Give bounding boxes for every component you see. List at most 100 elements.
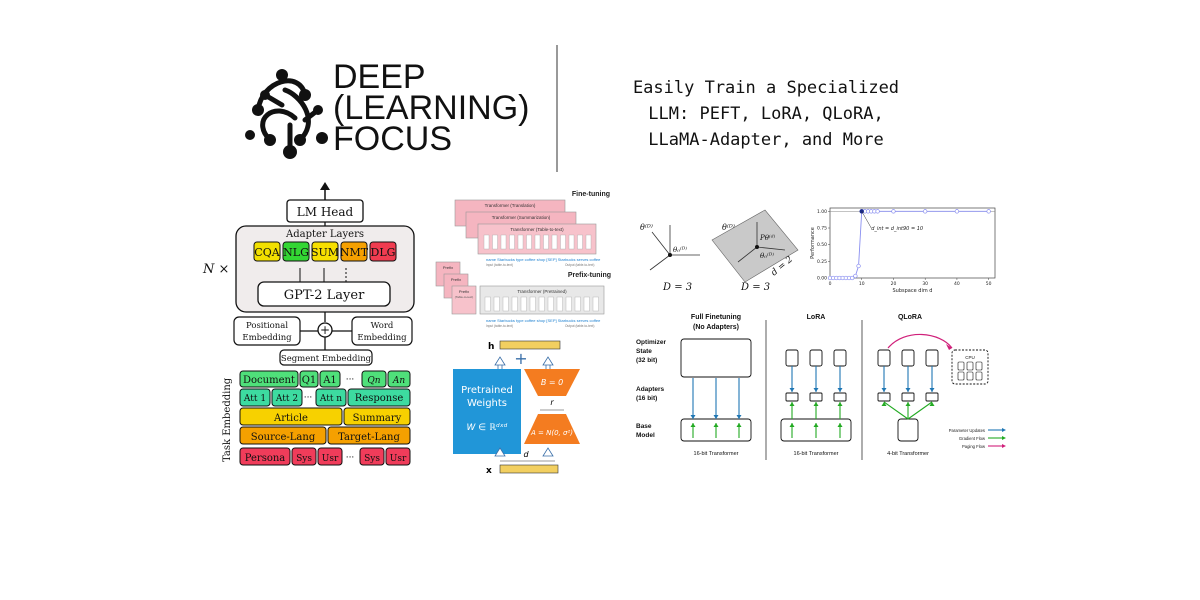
prefix-tuning-diagram: Fine-tuning Transformer (Translation) Tr… bbox=[435, 191, 611, 328]
svg-text:An: An bbox=[392, 376, 405, 386]
svg-text:Target-Lang: Target-Lang bbox=[338, 432, 400, 443]
segment-embedding-label: Segment Embedding bbox=[281, 354, 372, 364]
svg-text:Sys: Sys bbox=[364, 454, 380, 464]
paging-arrow bbox=[887, 333, 953, 349]
transformer-cell bbox=[560, 234, 566, 250]
lora-a-label: A = N(0, σ²) bbox=[530, 429, 573, 437]
lora-arrow-in-left bbox=[494, 447, 506, 457]
transformer-cell bbox=[585, 234, 592, 250]
svg-text:···: ··· bbox=[304, 393, 313, 403]
plus-sign: + bbox=[320, 323, 330, 337]
svg-text:Prefix: Prefix bbox=[451, 277, 461, 282]
full-arrows bbox=[690, 378, 742, 438]
lora-r-label: r bbox=[550, 398, 554, 407]
title-line-2: LLM: PEFT, LoRA, QLoRA, bbox=[648, 104, 883, 124]
row-label-optimizer-1: Optimizer bbox=[636, 339, 666, 346]
positional-label-2: Embedding bbox=[242, 333, 292, 343]
embedding-row-4: Source-Lang Target-Lang bbox=[239, 426, 411, 445]
weights-equation: W ∈ ℝᵈˣᵈ bbox=[467, 423, 508, 433]
transformer-cell bbox=[565, 296, 572, 312]
embedding-row-2: Att 1 Att 2 ··· Att n Response bbox=[239, 388, 411, 407]
logo-line-3: FOCUS bbox=[333, 120, 452, 158]
transformer-cell bbox=[547, 296, 554, 312]
word-label-2: Embedding bbox=[357, 333, 407, 343]
legend-swatch-head bbox=[1002, 428, 1006, 432]
svg-text:Document: Document bbox=[243, 375, 295, 386]
cpu-label: CPU bbox=[965, 355, 975, 360]
full-optimizer-box bbox=[680, 338, 752, 378]
tokens-top-sub-2: Output (table-to-text) bbox=[565, 263, 594, 267]
prefix-stack: Prefix Prefix Prefix (Table-to-text) Tra… bbox=[435, 261, 605, 315]
subspace-diagram: θ⁽ᴰ⁾ θ₀⁽ᴰ⁾ D = 3 θ⁽ᴰ⁾ Pθ⁽ᵈ⁾ θ₀⁽ᴰ⁾ d = 2 … bbox=[640, 209, 799, 293]
data-point bbox=[986, 209, 991, 214]
subspace-left bbox=[649, 225, 700, 271]
transformer-cell bbox=[484, 296, 491, 312]
transformer-cell bbox=[556, 296, 563, 312]
svg-text:···: ··· bbox=[346, 375, 355, 385]
data-point bbox=[875, 209, 880, 214]
data-point bbox=[954, 209, 960, 214]
lora-col-boxes bbox=[780, 349, 852, 442]
transformer-cell bbox=[574, 296, 581, 312]
lora-h-bar bbox=[499, 340, 561, 350]
adapter-tag bbox=[369, 241, 397, 262]
logo-nodes bbox=[245, 69, 328, 159]
adapter-tag bbox=[340, 241, 368, 262]
gradient-flow-arrow bbox=[907, 401, 933, 420]
adapter-tag-label: DLG bbox=[371, 246, 396, 259]
svg-text:Usr: Usr bbox=[322, 454, 339, 464]
adapter-tag-label: NLG bbox=[283, 246, 309, 259]
ptheta-label: Pθ⁽ᵈ⁾ bbox=[759, 233, 775, 242]
cpu-pages bbox=[957, 361, 983, 381]
data-point bbox=[850, 275, 855, 281]
x-tick-label: 20 bbox=[891, 281, 897, 287]
embedding-row-1: Document Q1 A1 ··· Qn An bbox=[239, 370, 411, 388]
qlora-col-boxes bbox=[877, 349, 939, 442]
svg-text:Transformer (Pretrained): Transformer (Pretrained) bbox=[517, 289, 567, 294]
svg-text:Transformer (Summarization): Transformer (Summarization) bbox=[492, 215, 551, 220]
col-title-qlora: QLoRA bbox=[898, 314, 922, 321]
positional-label-1: Positional bbox=[246, 321, 288, 331]
gradient-flow-arrow-head bbox=[813, 402, 819, 406]
legend-label: Paging Flow bbox=[962, 444, 986, 449]
theta-d-right: θ⁽ᴰ⁾ bbox=[722, 223, 735, 232]
data-point bbox=[853, 273, 858, 279]
row-label-optimizer-3: (32 bit) bbox=[636, 357, 657, 364]
title-line-1: Easily Train a Specialized bbox=[633, 78, 899, 98]
transformer-cell bbox=[551, 234, 558, 250]
svg-text:Q1: Q1 bbox=[302, 375, 317, 386]
fine-tuning-label: Fine-tuning bbox=[572, 191, 610, 198]
svg-text:Att 2: Att 2 bbox=[275, 394, 298, 404]
adapter-tag-label: CQA bbox=[254, 246, 280, 259]
bottom-label-full: 16-bit Transformer bbox=[694, 451, 739, 457]
d3-left: D = 3 bbox=[662, 282, 692, 293]
y-tick-label: 0.00 bbox=[817, 276, 827, 282]
transformer-cell bbox=[511, 296, 518, 312]
legend-swatch-head bbox=[1002, 436, 1006, 440]
parameter-update-arrow-head bbox=[837, 388, 843, 392]
lora-diagram: h + Pretrained Weights W ∈ ℝᵈˣᵈ B = 0 r … bbox=[453, 340, 580, 476]
tokens-top: name Starbucks type coffee shop [SEP] St… bbox=[486, 257, 601, 262]
svg-text:Transformer (Translation): Transformer (Translation) bbox=[485, 203, 536, 208]
transformer-cell bbox=[529, 296, 536, 312]
chart-annotation: d_int = d_int90 = 10 bbox=[871, 226, 923, 232]
svg-text:Att n: Att n bbox=[319, 394, 342, 404]
y-axis-label: Performance bbox=[810, 227, 816, 259]
svg-text:A1: A1 bbox=[322, 375, 337, 386]
tokens-bottom-sub-1: Input (table-to-text) bbox=[486, 324, 513, 328]
bottom-label-qlora: 4-bit Transformer bbox=[887, 451, 929, 457]
weights-label-1: Pretrained bbox=[461, 385, 513, 396]
lora-plus: + bbox=[514, 349, 527, 368]
parameter-update-arrow-head bbox=[789, 388, 795, 392]
svg-text:(Table-to-text): (Table-to-text) bbox=[455, 295, 474, 299]
lm-head-label: LM Head bbox=[297, 205, 354, 219]
lora-arrow-up-right bbox=[542, 356, 554, 371]
bottom-label-lora: 16-bit Transformer bbox=[794, 451, 839, 457]
gpt2-layer-label: GPT-2 Layer bbox=[284, 288, 365, 303]
segment-embedding-box bbox=[279, 349, 373, 366]
svg-text:Transformer (Table-to-text): Transformer (Table-to-text) bbox=[510, 227, 564, 232]
svg-text:Summary: Summary bbox=[353, 413, 402, 424]
